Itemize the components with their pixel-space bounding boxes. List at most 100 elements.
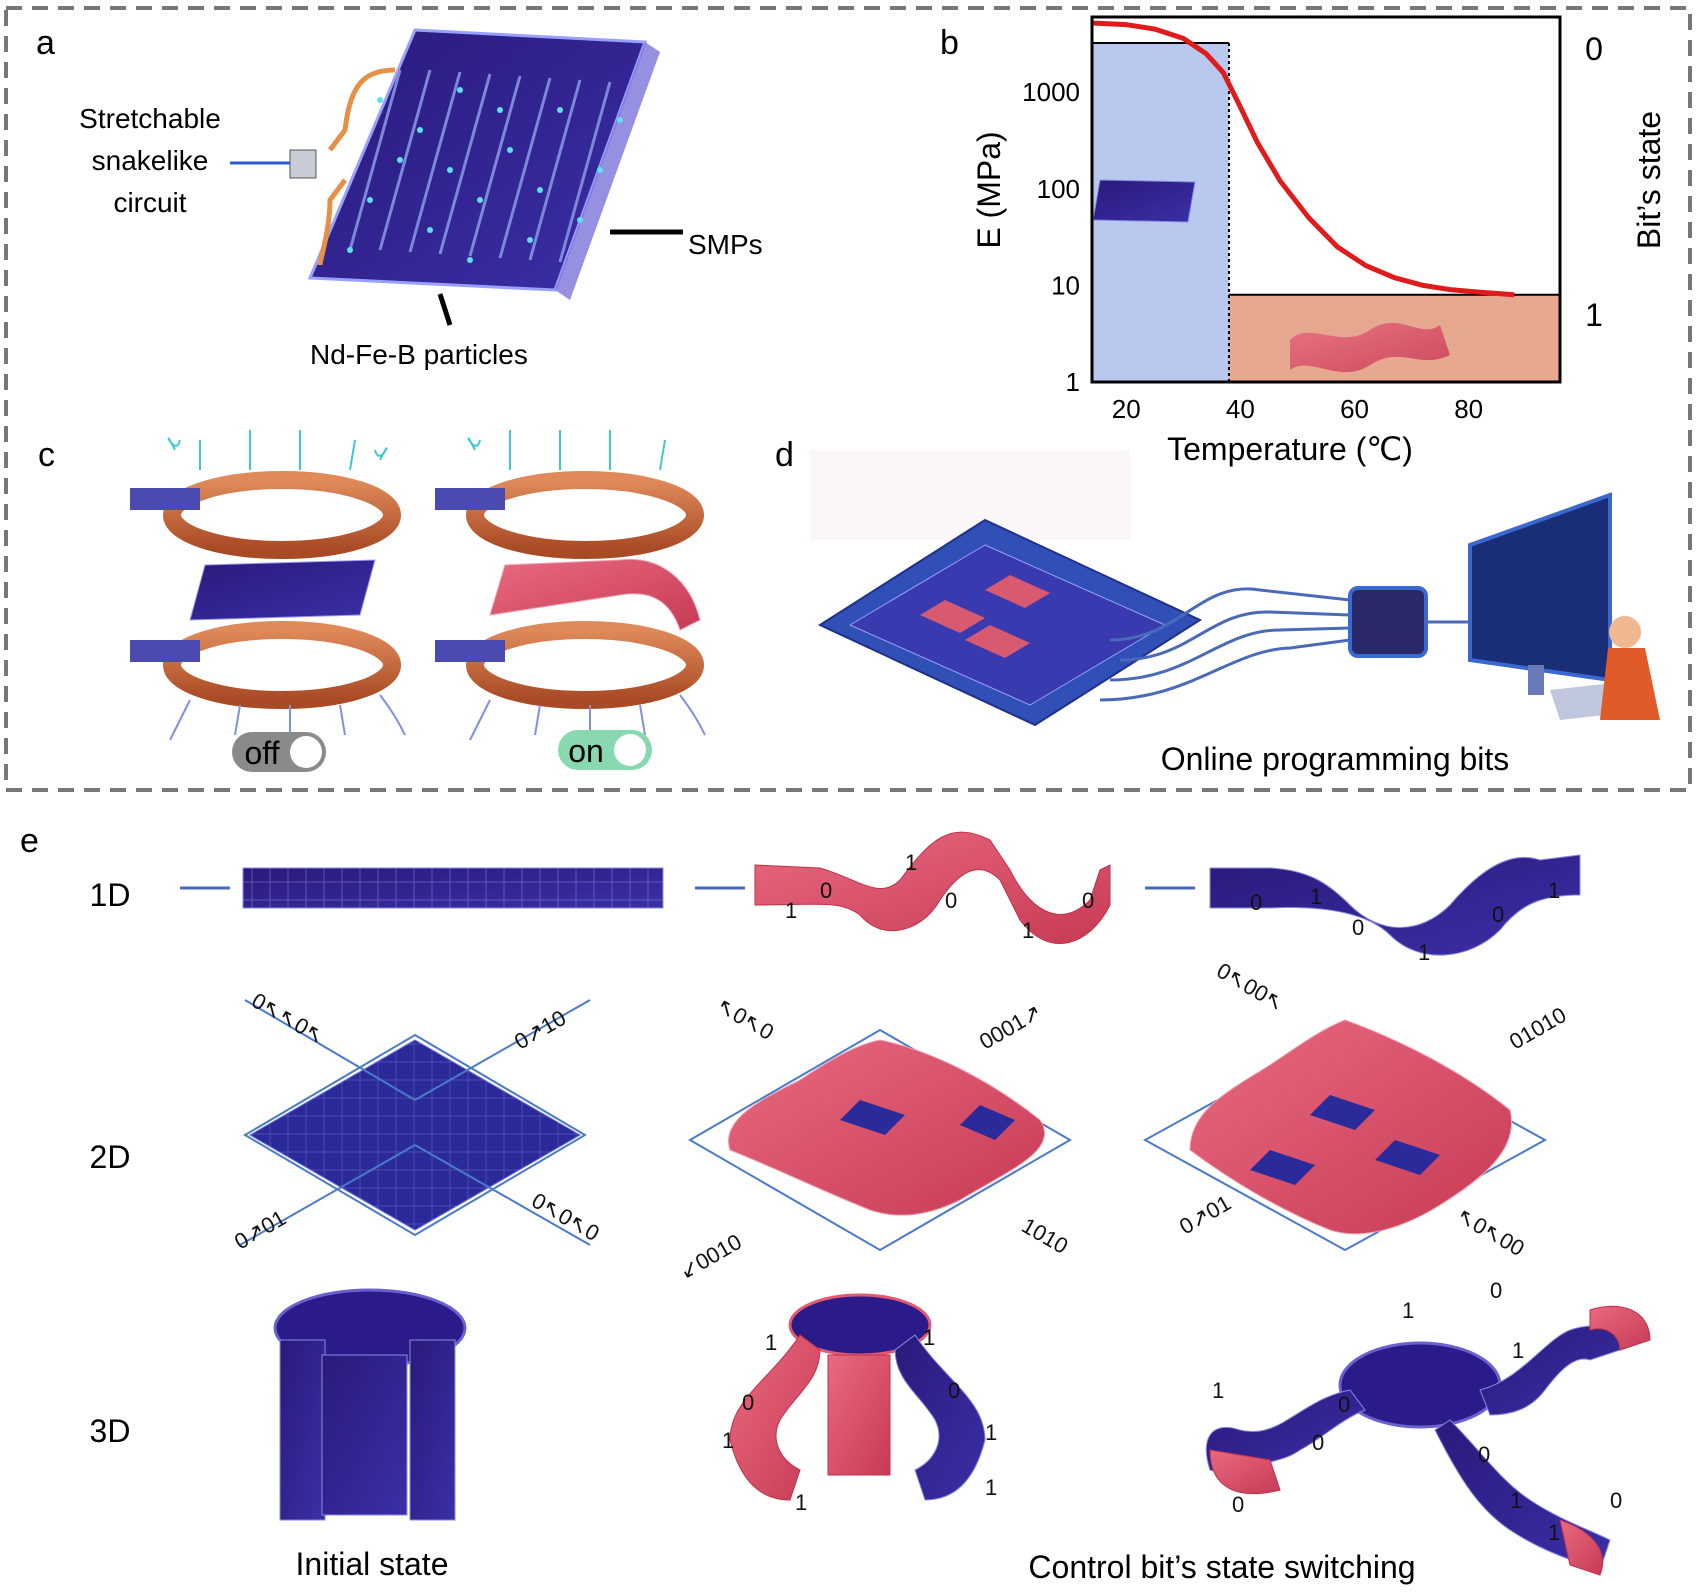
1d-strip-right xyxy=(1209,854,1581,956)
modulus-curve xyxy=(1091,20,1515,298)
3d-right-bit-3: 1 xyxy=(1512,1338,1524,1363)
panel-d: d Online programming bits xyxy=(775,436,1660,777)
row-2d: 0↖↖0↖ 0↗10 0↗01 0↖0↖0 ↖0↖0 0001↗ ↙0010 1… xyxy=(230,958,1570,1285)
3d-leg-right xyxy=(409,1339,456,1521)
panel-d-letter: d xyxy=(775,436,794,474)
operator-head xyxy=(1609,616,1641,648)
row-label-1d: 1D xyxy=(90,877,131,913)
panel-e: e 1D 2D 3D 1 0 1 0 1 0 0 1 0 1 0 1 xyxy=(20,822,1651,1585)
slab-on xyxy=(489,558,701,631)
3d-mid-bit-5: 0 xyxy=(948,1378,960,1403)
caption-initial: Initial state xyxy=(296,1546,449,1582)
monitor-stand xyxy=(1528,665,1544,695)
top-coil xyxy=(163,471,401,559)
controller-chip xyxy=(1348,586,1428,658)
panel-e-letter: e xyxy=(20,822,39,860)
x-tick-label: 20 xyxy=(1112,394,1141,424)
dashed-frame xyxy=(4,6,1692,792)
x-tick-label: 40 xyxy=(1226,394,1255,424)
1d-mid-bit-3: 1 xyxy=(905,850,917,875)
1d-right-bit-6: 1 xyxy=(1548,878,1560,903)
switch-off-knob[interactable] xyxy=(290,736,322,768)
label-smps: SMPs xyxy=(688,229,763,260)
panel-b-letter: b xyxy=(940,24,959,62)
soft-slab-icon xyxy=(1290,322,1450,373)
2d-mid-bits-br: 1010 xyxy=(1018,1213,1073,1259)
1d-right-bit-1: 0 xyxy=(1250,890,1262,915)
3d-right-bit-6: 0 xyxy=(1312,1430,1324,1455)
row-1d: 1 0 1 0 1 0 0 1 0 1 0 1 xyxy=(180,831,1581,965)
1d-mid-bit-4: 0 xyxy=(945,888,957,913)
operator-body xyxy=(1600,648,1660,720)
top-coil-lead xyxy=(130,488,200,510)
2d-right-bits-bl: 0↗01 xyxy=(1175,1190,1235,1239)
monitor-screen xyxy=(1468,492,1612,683)
2d-sheet-grid xyxy=(250,1040,580,1230)
3d-right-bit-10: 1 xyxy=(1548,1520,1560,1545)
3d-right-bit-8: 0 xyxy=(1478,1442,1490,1467)
switch-on[interactable]: on xyxy=(558,730,652,770)
3d-right-bit-4: 0 xyxy=(1338,1392,1350,1417)
rigid-slab-icon xyxy=(1092,179,1196,223)
binary-rain xyxy=(810,450,1130,540)
3d-right-bit-9: 1 xyxy=(1510,1488,1522,1513)
3d-leg-left xyxy=(279,1339,326,1521)
3d-mid-bit-2: 0 xyxy=(742,1390,754,1415)
2d-mid-bits-tl: ↖0↖0 xyxy=(713,993,779,1045)
label-circuit-line3: circuit xyxy=(113,187,186,218)
2d-right-blue-cell-3 xyxy=(1250,1150,1315,1185)
1d-mid-bit-2: 0 xyxy=(820,878,832,903)
y-tick-label: 100 xyxy=(1037,174,1080,204)
3d-right-bit-1: 1 xyxy=(1402,1298,1414,1323)
3d-right-bit-7: 0 xyxy=(1232,1492,1244,1517)
1d-mid-bit-1: 1 xyxy=(785,898,797,923)
particles-pointer xyxy=(437,293,453,326)
2d-mid-blue-cell-2 xyxy=(960,1105,1015,1140)
2d-right-bits-tr: 01010 xyxy=(1505,1002,1570,1054)
3d-mid-leg-left xyxy=(729,1334,821,1501)
ndfeb-particles xyxy=(347,87,623,263)
x-tick-label: 60 xyxy=(1340,394,1369,424)
bit-cell-red-3 xyxy=(965,625,1030,658)
2d-left-bits-tl: 0↖↖0↖ xyxy=(248,988,330,1050)
1d-right-bit-3: 0 xyxy=(1352,915,1364,940)
2d-left-bits-tr: 0↗10 xyxy=(510,1005,570,1054)
bottom-coil xyxy=(163,621,401,709)
1d-right-bit-2: 1 xyxy=(1310,884,1322,909)
2d-left-wire-frame xyxy=(243,1033,587,1237)
3d-mid-bit-1: 1 xyxy=(765,1330,777,1355)
top-coil-lead-on xyxy=(435,488,505,510)
circuit-connector xyxy=(289,149,317,179)
2d-right-bits-tl: 0↖00↖ xyxy=(1213,958,1289,1016)
1d-right-bit-5: 0 xyxy=(1492,902,1504,927)
row-label-3d: 3D xyxy=(90,1413,131,1449)
1d-strip-mid xyxy=(754,831,1111,945)
2d-right-bits-br: ↖0↖00 xyxy=(1453,1203,1529,1261)
field-lines-bottom-on xyxy=(469,694,706,741)
1d-mid-bit-5: 1 xyxy=(1022,918,1034,943)
field-lines-bottom xyxy=(169,694,406,741)
switch-off[interactable]: off xyxy=(232,732,326,772)
2d-mid-blue-cell-1 xyxy=(840,1100,905,1135)
2d-mid-bits-tr: 0001↗ xyxy=(975,999,1046,1054)
2d-right-blue-cell-2 xyxy=(1375,1140,1440,1175)
coil-set-off xyxy=(130,430,406,741)
x-axis-label: Temperature (℃) xyxy=(1167,431,1413,467)
3d-mid-leg-right xyxy=(894,1334,986,1501)
bottom-coil-lead-on xyxy=(435,640,505,662)
panel-c: c off on xyxy=(38,430,706,772)
3d-leg-front xyxy=(321,1354,408,1516)
field-lines-top xyxy=(167,430,388,471)
switch-on-label: on xyxy=(568,733,604,769)
1d-right-bit-4: 1 xyxy=(1418,940,1430,965)
1d-mid-bit-6: 0 xyxy=(1082,888,1094,913)
switch-on-knob[interactable] xyxy=(614,734,646,766)
panel-a: a Stretchable snakelike circuit SMPs Nd-… xyxy=(36,24,763,370)
plot-frame xyxy=(1090,15,1562,384)
3d-mid-bit-3: 1 xyxy=(722,1428,734,1453)
3d-mid-bit-7: 1 xyxy=(985,1475,997,1500)
bit-array xyxy=(848,544,1167,706)
panel-c-letter: c xyxy=(38,436,55,474)
2d-left-bits-bl: 0↗01 xyxy=(230,1205,290,1254)
